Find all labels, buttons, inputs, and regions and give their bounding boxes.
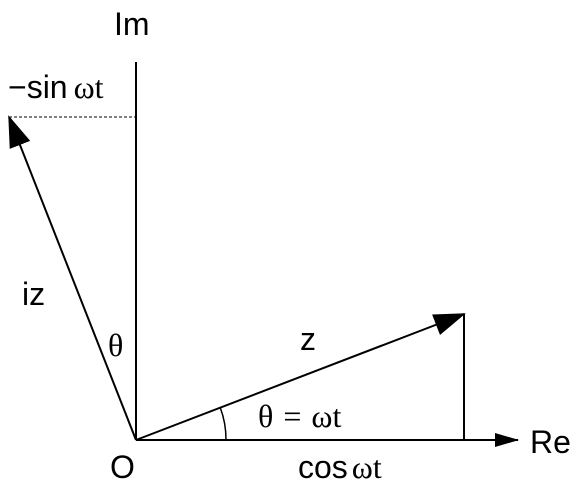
iz-label: iz bbox=[22, 276, 45, 312]
re-axis-label: Re bbox=[530, 424, 571, 460]
z-vector bbox=[135, 313, 466, 441]
origin-label: O bbox=[110, 449, 135, 485]
neg-sin-text: −sin bbox=[8, 69, 68, 105]
iz-vector bbox=[8, 115, 137, 441]
z-label: z bbox=[300, 321, 316, 357]
neg-sin-omega-t: ωt bbox=[74, 69, 104, 105]
theta-eq-rhs: ωt bbox=[311, 398, 341, 434]
im-axis-label: Im bbox=[114, 6, 150, 42]
theta-equation-label: θ = ωt bbox=[258, 398, 341, 434]
theta-angle-arc bbox=[219, 406, 227, 441]
cos-text: cos bbox=[298, 449, 348, 485]
theta-left-label: θ bbox=[108, 327, 123, 363]
theta-eq-lhs: θ bbox=[258, 398, 273, 434]
cos-omega-t: ωt bbox=[352, 449, 382, 485]
theta-eq-op: = bbox=[283, 398, 301, 434]
